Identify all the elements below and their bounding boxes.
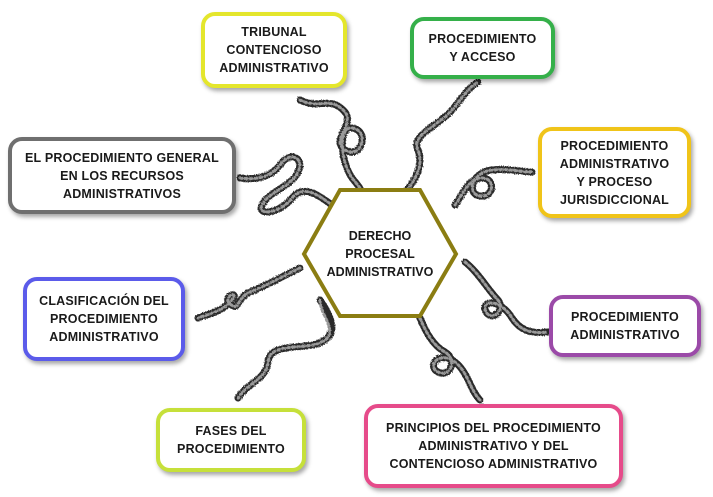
topic-procedimiento-acceso-label: PROCEDIMIENTO Y ACCESO: [428, 32, 537, 64]
topic-procedimiento-proceso-label: PROCEDIMIENTO ADMINISTRATIVO Y PROCESO J…: [559, 138, 670, 207]
topic-principios[interactable]: PRINCIPIOS DEL PROCEDIMIENTO ADMINISTRAT…: [364, 404, 623, 488]
connector-procedimiento-general: [236, 153, 336, 216]
topic-principios-label: PRINCIPIOS DEL PROCEDIMIENTO ADMINISTRAT…: [386, 421, 601, 471]
topic-clasificacion-label: CLASIFICACIÓN DEL PROCEDIMIENTO ADMINIST…: [39, 294, 169, 344]
connector-procedimiento-acceso: [396, 78, 482, 202]
topic-procedimiento-proceso[interactable]: PROCEDIMIENTO ADMINISTRATIVO Y PROCESO J…: [538, 127, 691, 218]
topic-procedimiento-administrativo[interactable]: PROCEDIMIENTO ADMINISTRATIVO: [549, 295, 701, 357]
topic-procedimiento-administrativo-label: PROCEDIMIENTO ADMINISTRATIVO: [570, 310, 680, 342]
topic-tribunal-label: TRIBUNAL CONTENCIOSO ADMINISTRATIVO: [219, 25, 329, 75]
topic-fases[interactable]: FASES DEL PROCEDIMIENTO: [156, 408, 306, 472]
topic-procedimiento-acceso[interactable]: PROCEDIMIENTO Y ACCESO: [410, 17, 555, 79]
connector-clasificacion: [194, 264, 304, 322]
topic-tribunal-contencioso[interactable]: TRIBUNAL CONTENCIOSO ADMINISTRATIVO: [201, 12, 347, 88]
connector-fases: [234, 296, 336, 402]
topic-procedimiento-general[interactable]: EL PROCEDIMIENTO GENERAL EN LOS RECURSOS…: [8, 137, 236, 214]
connector-principios: [416, 314, 484, 404]
topic-procedimiento-general-label: EL PROCEDIMIENTO GENERAL EN LOS RECURSOS…: [25, 150, 219, 201]
connector-tribunal: [296, 96, 366, 204]
connector-procedimiento-proceso: [451, 165, 536, 209]
connector-procedimiento-administrativo: [461, 258, 552, 336]
center-topic-label: DERECHO PROCESAL ADMINISTRATIVO: [326, 229, 434, 279]
topic-fases-label: FASES DEL PROCEDIMIENTO: [177, 424, 285, 456]
topic-clasificacion[interactable]: CLASIFICACIÓN DEL PROCEDIMIENTO ADMINIST…: [23, 277, 185, 361]
